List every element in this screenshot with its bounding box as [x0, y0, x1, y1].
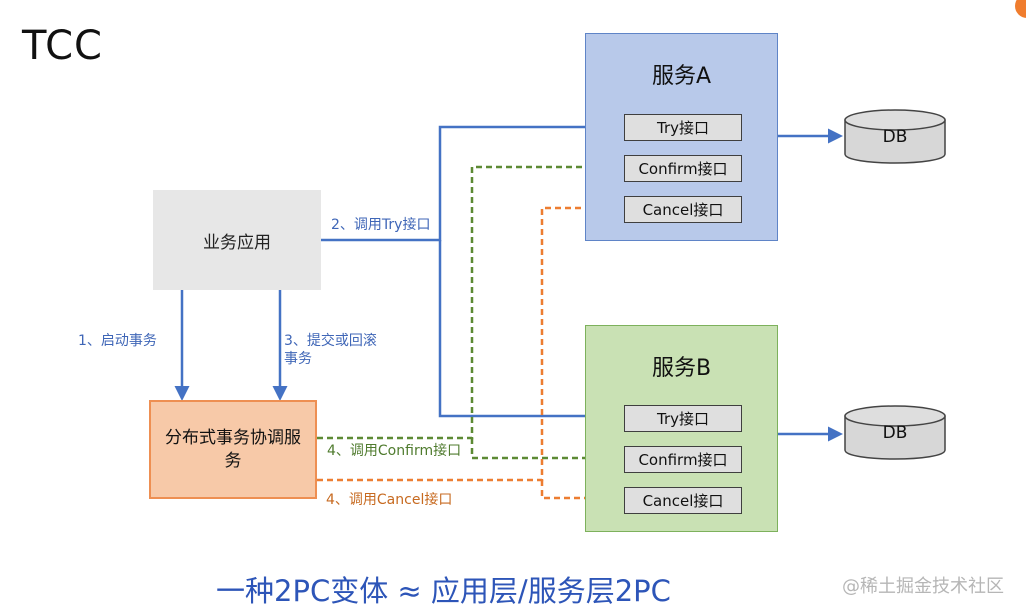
database-icon — [844, 109, 946, 164]
database-icon — [844, 405, 946, 460]
edge-label-call-cancel: 4、调用Cancel接口 — [326, 492, 453, 508]
arrow-call-try-service-a — [321, 119, 625, 242]
coordinator-box: 分布式事务协调服务 — [149, 400, 317, 499]
service-b-db-label: DB — [882, 423, 908, 443]
service-b-db: DB — [844, 404, 946, 464]
edge-label-start-transaction: 1、启动事务 — [78, 333, 157, 349]
corner-orange-dot — [1015, 0, 1026, 18]
service-b-title: 服务B — [651, 356, 712, 381]
service-a-title: 服务A — [651, 64, 712, 89]
service-a-db-label: DB — [882, 127, 908, 147]
service-b-confirm-interface: Confirm接口 — [624, 446, 742, 473]
service-a-try-interface: Try接口 — [624, 114, 742, 141]
page-title: TCC — [22, 23, 103, 69]
watermark: @稀土掘金技术社区 — [842, 576, 1004, 597]
edge-label-call-try: 2、调用Try接口 — [331, 217, 431, 233]
bottom-caption: 一种2PC变体 ≈ 应用层/服务层2PC — [216, 574, 671, 608]
edge-label-call-confirm: 4、调用Confirm接口 — [327, 443, 462, 459]
service-a-cancel-interface: Cancel接口 — [624, 196, 742, 223]
service-a-db: DB — [844, 108, 946, 168]
arrow-call-confirm-service-b — [470, 438, 625, 466]
service-b-cancel-interface: Cancel接口 — [624, 487, 742, 514]
service-b-box: 服务B Try接口 Confirm接口 Cancel接口 — [585, 325, 778, 532]
edge-label-commit-rollback: 3、提交或回滚 事务 — [284, 333, 377, 367]
business-app-label: 业务应用 — [203, 232, 271, 253]
arrow-call-confirm-service-a — [317, 159, 625, 440]
business-app-box: 业务应用 — [153, 190, 321, 290]
arrow-call-cancel-service-a — [317, 200, 625, 482]
service-a-box: 服务A Try接口 Confirm接口 Cancel接口 — [585, 33, 778, 241]
service-a-confirm-interface: Confirm接口 — [624, 155, 742, 182]
arrow-call-try-service-b — [438, 240, 625, 424]
service-b-try-interface: Try接口 — [624, 405, 742, 432]
coordinator-label: 分布式事务协调服务 — [165, 427, 301, 471]
